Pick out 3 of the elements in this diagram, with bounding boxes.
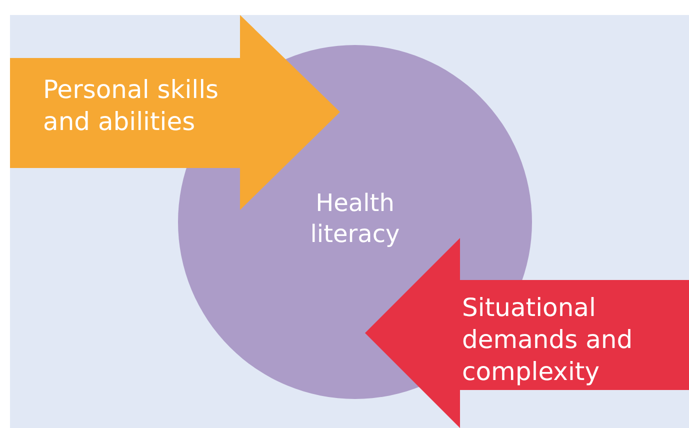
node-label: Personal skills and abilities <box>43 74 220 138</box>
node-label: Situational demands and complexity <box>462 292 634 388</box>
node-label: Health literacy <box>309 188 401 250</box>
